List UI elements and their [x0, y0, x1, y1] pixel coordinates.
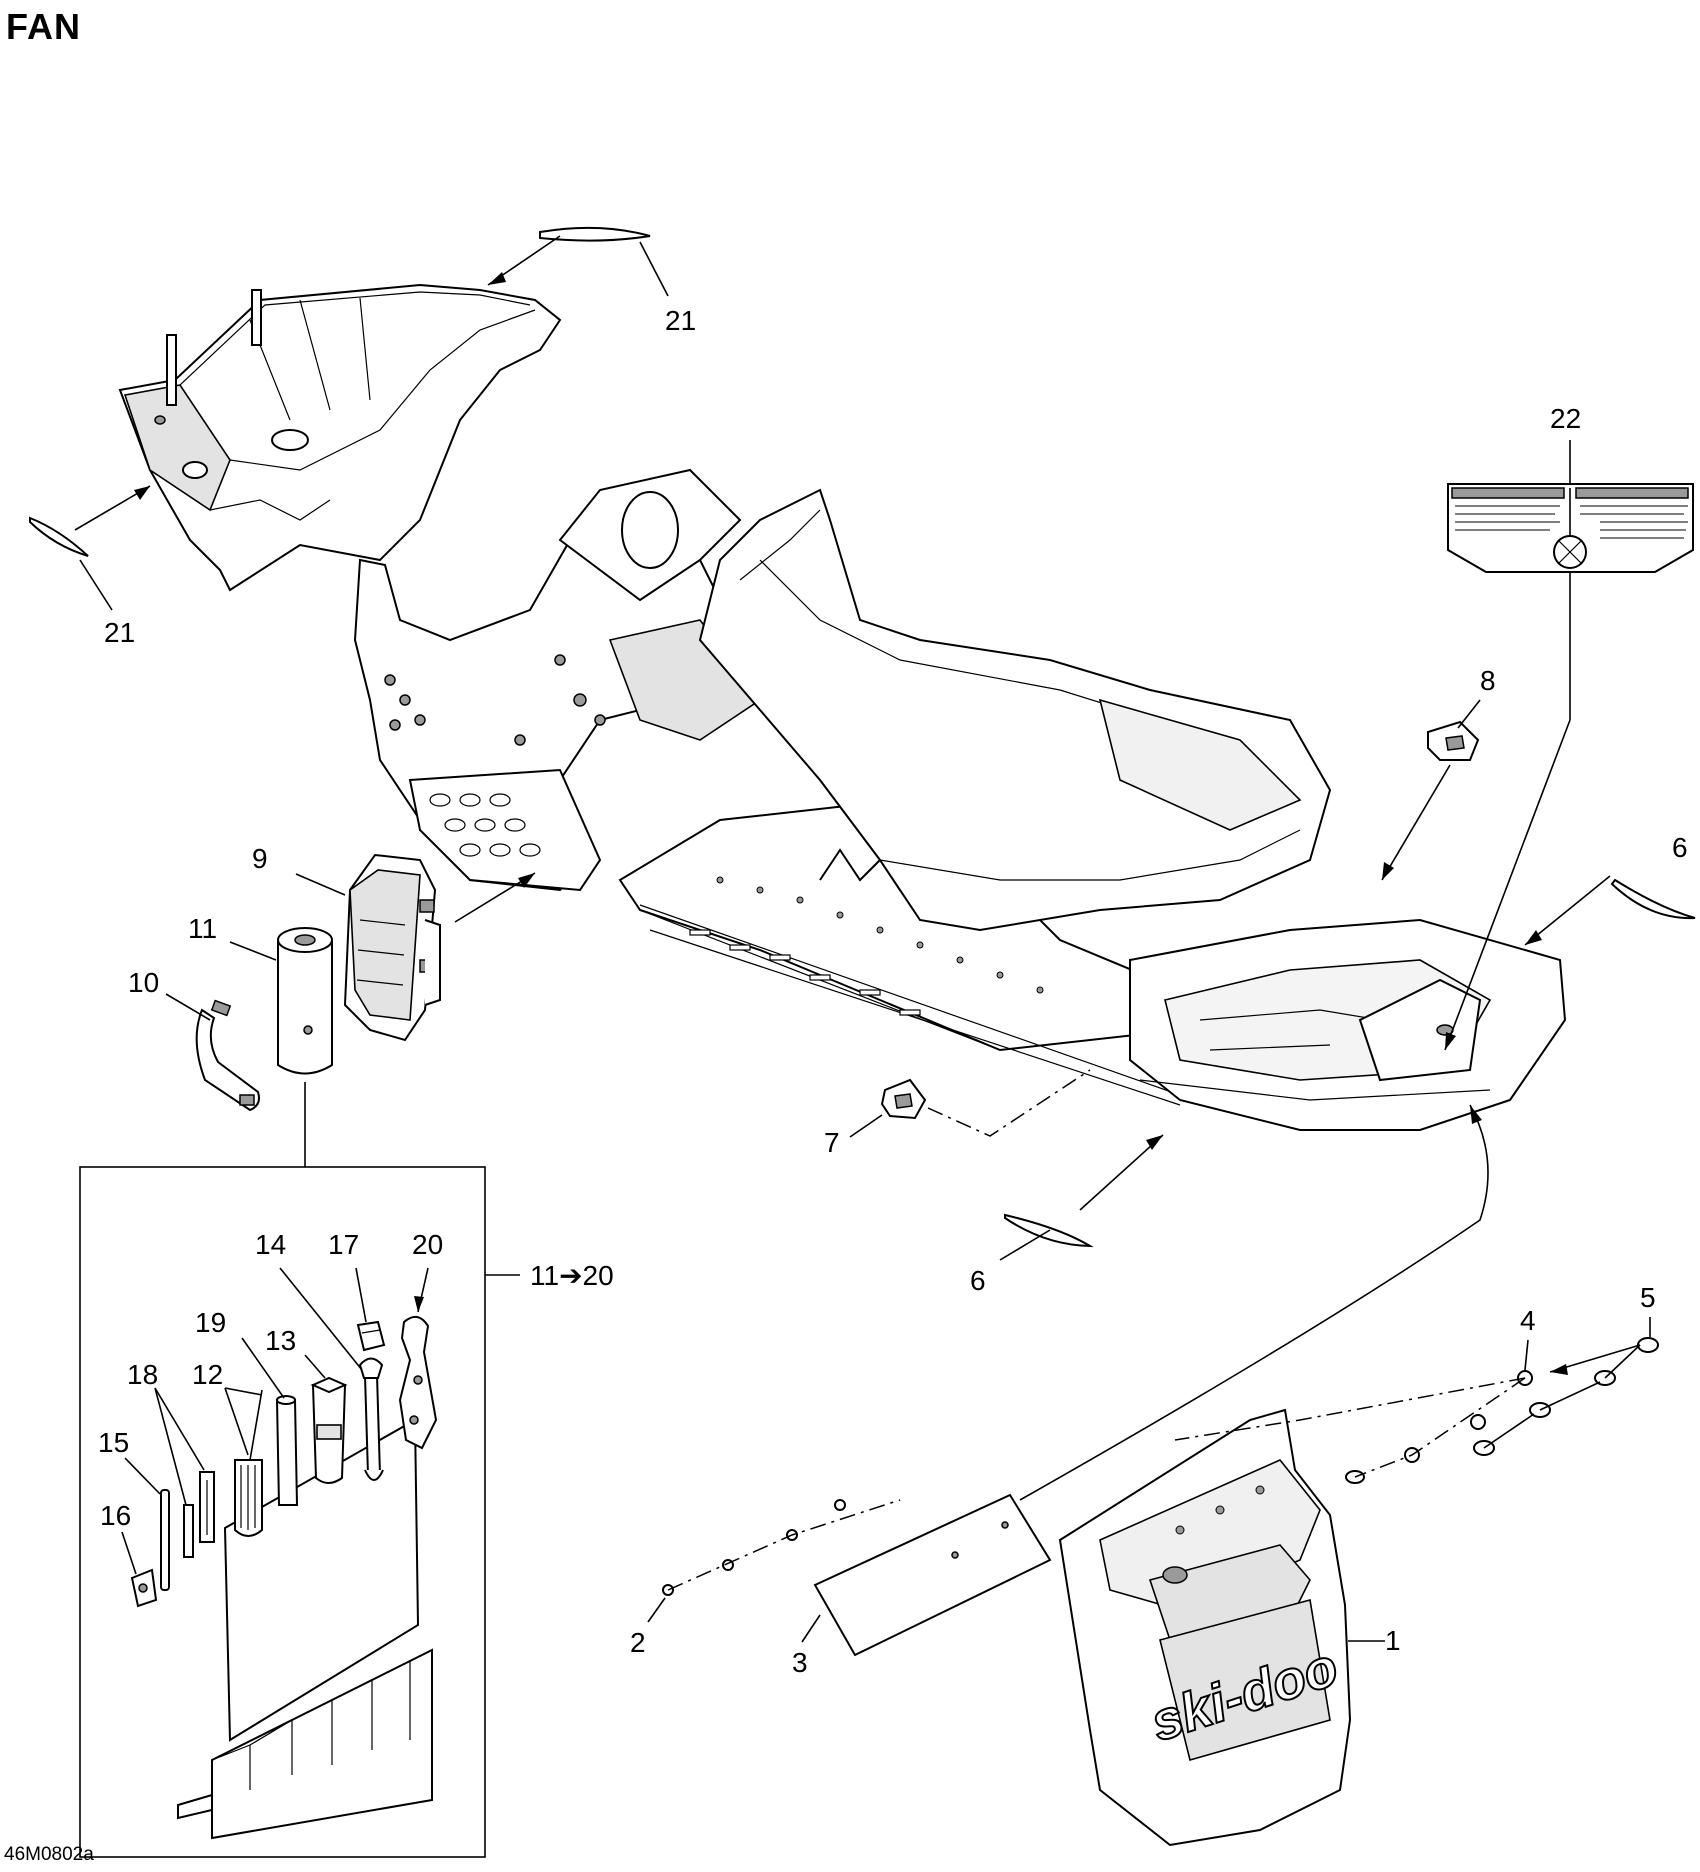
callout-7: 7	[824, 1127, 840, 1158]
callout-21-lower: 21	[104, 617, 135, 648]
callout-4: 4	[1520, 1305, 1536, 1336]
callout-19: 19	[195, 1307, 226, 1338]
warning-label-22	[1447, 483, 1694, 573]
mud-flap-1-part: ski-doo	[1058, 1408, 1352, 1847]
tool-bag-9-part	[343, 853, 441, 1042]
tool-18-part	[183, 1471, 215, 1558]
callout-6-lower: 6	[970, 1265, 986, 1296]
decal-6-right	[1610, 878, 1696, 920]
callout-10: 10	[128, 967, 159, 998]
washer-2-set	[662, 1499, 846, 1596]
callout-2: 2	[630, 1627, 646, 1658]
callout-12: 12	[192, 1359, 223, 1390]
decal-6-lower	[1004, 1213, 1094, 1248]
callout-21-upper: 21	[665, 305, 696, 336]
plate-3-part	[813, 1493, 1052, 1657]
callout-6-right: 6	[1672, 832, 1688, 863]
callout-11: 11	[188, 913, 217, 944]
callout-20: 20	[412, 1229, 443, 1260]
decal-21-upper	[539, 226, 651, 242]
callout-1: 1	[1385, 1625, 1401, 1656]
strap-10-part	[195, 999, 260, 1112]
tool-20-part	[398, 1315, 438, 1450]
front-cowl-part	[118, 283, 562, 592]
callout-5: 5	[1640, 1282, 1656, 1313]
tool-kit-box	[79, 1166, 486, 1858]
tool-14-part	[358, 1357, 384, 1481]
tool-tube-11-part	[277, 927, 333, 1075]
seat-part	[698, 488, 1332, 932]
rear-bumper-part	[1129, 918, 1567, 1131]
callout-14: 14	[255, 1229, 286, 1260]
page-title: FAN	[6, 6, 81, 47]
leader-lines	[74, 235, 1651, 1643]
tool-16-part	[130, 1568, 158, 1608]
tool-15-part	[160, 1489, 170, 1591]
callout-13: 13	[265, 1325, 296, 1356]
callout-18: 18	[127, 1359, 158, 1390]
callout-15: 15	[98, 1427, 129, 1458]
bracket-8-part	[1427, 720, 1480, 761]
bracket-7-part	[880, 1078, 927, 1120]
callout-3: 3	[792, 1647, 808, 1678]
fastener-5-set	[1345, 1337, 1659, 1484]
tool-13-part	[310, 1376, 348, 1484]
callout-17: 17	[328, 1229, 359, 1260]
callout-8: 8	[1480, 665, 1496, 696]
tool-17-part	[356, 1320, 386, 1352]
callout-kit-range: 11➔20	[530, 1260, 614, 1291]
decal-21-lower	[29, 516, 89, 557]
tool-19-part	[275, 1395, 299, 1506]
chassis-tunnel-part	[353, 468, 1181, 1106]
drawing-code: 46M0802a	[4, 1844, 94, 1865]
callout-9: 9	[252, 843, 268, 874]
callout-labels: 1 2 3 4 5 6 6 7 8 9 10 11 12 13 14 15 16…	[98, 305, 1688, 1678]
callout-16: 16	[100, 1500, 131, 1531]
tool-12-part	[234, 1389, 263, 1537]
callout-22: 22	[1550, 403, 1581, 434]
tool-pouch-part	[177, 1418, 433, 1840]
